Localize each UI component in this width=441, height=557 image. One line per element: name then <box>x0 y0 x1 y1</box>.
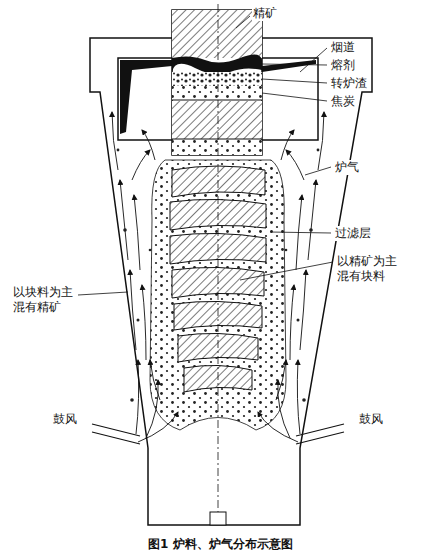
part-label: 烟道 <box>330 40 356 55</box>
air-label: 鼓风 <box>358 412 384 427</box>
zone-label: 以块料为主 混有精矿 <box>12 285 76 315</box>
air-label: 鼓风 <box>52 412 78 427</box>
part-label: 精矿 <box>252 6 278 21</box>
part-label: 过滤层 <box>334 226 372 241</box>
zone-label: 以精矿为主 混有块料 <box>336 254 400 284</box>
part-label: 焦炭 <box>330 94 356 109</box>
part-label: 熔剂 <box>330 58 356 73</box>
part-label: 转炉渣 <box>330 76 368 91</box>
figure-caption: 图1 炉料、炉气分布示意图 <box>148 536 293 553</box>
part-label: 炉气 <box>334 160 360 175</box>
